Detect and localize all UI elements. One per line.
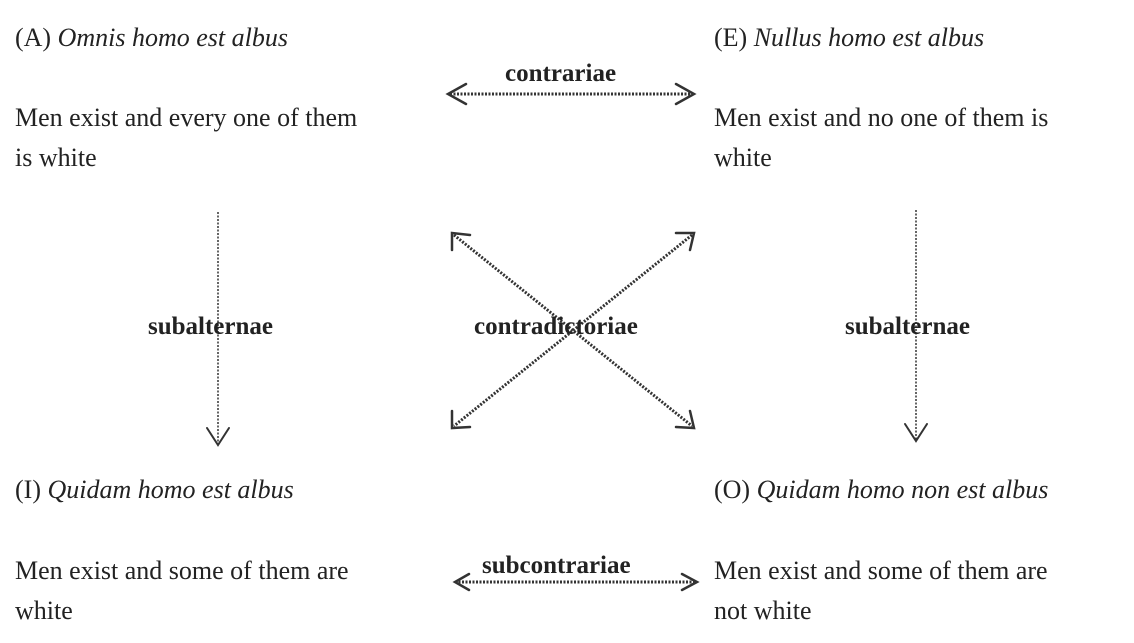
gloss-e-line1: Men exist and no one of them is [714, 103, 1049, 132]
gloss-e-line2: white [714, 143, 772, 172]
corner-label: (I) [15, 475, 41, 504]
subalternae-left-label: subalternae [148, 313, 273, 340]
corner-label: (A) [15, 23, 52, 52]
corner-label: (E) [714, 23, 748, 52]
subcontrariae-label: subcontrariae [482, 552, 631, 579]
proposition-o: (O) Quidam homo non est albus [714, 470, 1048, 510]
contradictoriae-arrow-1 [453, 233, 693, 428]
latin-text: Quidam homo non est albus [756, 475, 1049, 504]
corner-label: (O) [714, 475, 751, 504]
gloss-a-line1: Men exist and every one of them [15, 103, 358, 132]
gloss-i-line2: white [15, 596, 73, 625]
contrariae-label: contrariae [505, 60, 617, 87]
contradictoriae-arrow-2 [453, 233, 693, 428]
latin-text: Omnis homo est albus [57, 23, 288, 52]
proposition-a: (A) Omnis homo est albus [15, 18, 288, 58]
gloss-o-line1: Men exist and some of them are [714, 556, 1048, 585]
gloss-a-line2: is white [15, 143, 97, 172]
proposition-i: (I) Quidam homo est albus [15, 470, 294, 510]
latin-text: Quidam homo est albus [47, 475, 294, 504]
proposition-e: (E) Nullus homo est albus [714, 18, 984, 58]
contradictoriae-label: contradictoriae [474, 313, 638, 340]
gloss-o-line2: not white [714, 596, 812, 625]
latin-text: Nullus homo est albus [753, 23, 985, 52]
subalternae-right-label: subalternae [845, 313, 970, 340]
gloss-i-line1: Men exist and some of them are [15, 556, 349, 585]
